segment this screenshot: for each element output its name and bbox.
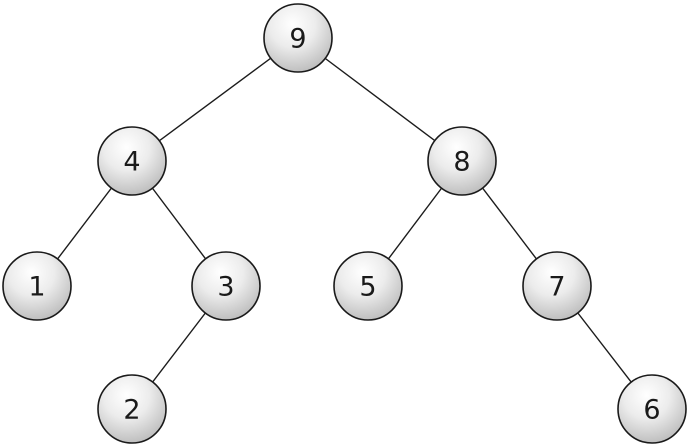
node-circle [191, 251, 261, 321]
node-label: 4 [123, 147, 140, 178]
node-label: 2 [123, 395, 140, 426]
node-circle [333, 251, 403, 321]
node-circle [427, 126, 497, 196]
tree-node-2: 2 [97, 374, 167, 444]
tree-node-6: 6 [617, 374, 687, 444]
node-label: 9 [289, 24, 306, 55]
node-label: 6 [643, 395, 660, 426]
node-circle [263, 3, 333, 73]
node-label: 3 [217, 272, 234, 303]
node-circle [617, 374, 687, 444]
edges [36, 37, 653, 410]
tree-node-8: 8 [427, 126, 497, 196]
node-label: 5 [359, 272, 376, 303]
tree-node-4: 4 [97, 126, 167, 196]
tree-node-1: 1 [2, 251, 72, 321]
node-circle [97, 374, 167, 444]
node-label: 1 [28, 272, 45, 303]
node-circle [2, 251, 72, 321]
node-circle [522, 251, 592, 321]
node-circle [97, 126, 167, 196]
tree-node-7: 7 [522, 251, 592, 321]
tree-node-5: 5 [333, 251, 403, 321]
tree-node-9: 9 [263, 3, 333, 73]
node-label: 7 [548, 272, 565, 303]
node-label: 8 [453, 147, 470, 178]
tree-node-3: 3 [191, 251, 261, 321]
